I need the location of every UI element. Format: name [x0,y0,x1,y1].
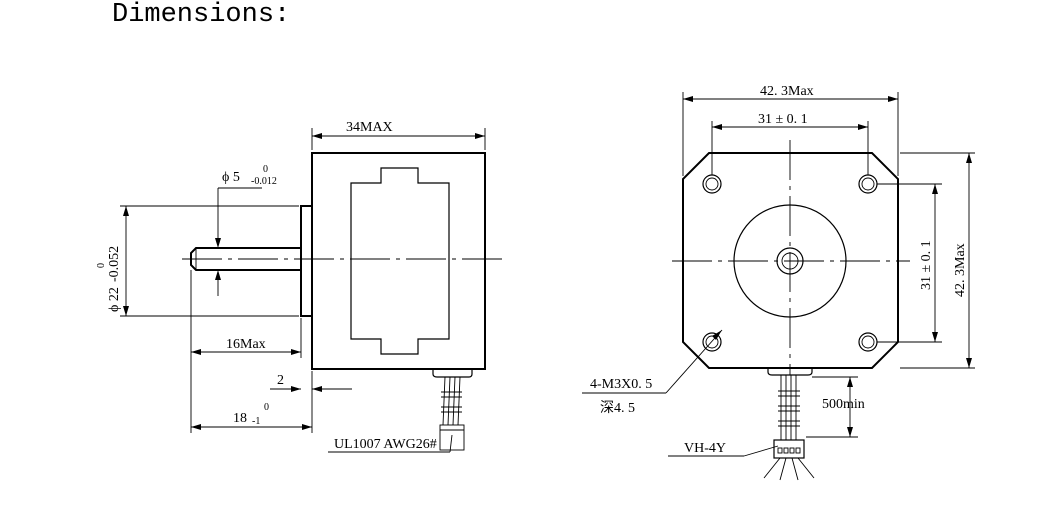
wire-exit [432,369,473,378]
shaft-tol-lower: -0.012 [251,176,277,187]
thread-depth-label: 深4. 5 [600,400,635,416]
pilot-tol-upper: 0 [96,263,107,268]
motor-body-outline [311,152,486,370]
wire-bundle [439,376,465,451]
shaft-diameter-label: ϕ 5 [222,170,240,185]
connector-label: VH-4Y [684,441,726,456]
lead-length-label: 500min [822,397,865,412]
front-wire-bundle [778,375,800,440]
wire-spec-label: UL1007 AWG26# [334,437,437,452]
hole-spacing-v-label: 31 ± 0. 1 [919,240,934,290]
pilot-diameter-label: ϕ 22 [107,287,122,312]
front-view: 42. 3Max 31 ± 0. 1 31 ± 0. 1 42. 3Max 4-… [582,84,975,481]
stator-outline [350,167,450,355]
shaft-total-tol-lower: -1 [252,416,260,427]
side-view: 34MAX ϕ 5 0 -0.012 ϕ 22 0 -0.052 16Max 2 [96,120,502,453]
connector [763,439,815,481]
drawing-title: Dimensions: [112,0,291,30]
thread-label: 4-M3X0. 5 [590,377,652,392]
width-max-label: 42. 3Max [760,84,814,99]
shaft-total-tol-upper: 0 [264,402,269,413]
pilot-tol-lower: -0.052 [107,246,122,282]
height-max-label: 42. 3Max [953,243,968,297]
hole-spacing-h-label: 31 ± 0. 1 [758,112,808,127]
front-wire-exit [767,368,813,376]
shaft-tol-upper: 0 [263,164,268,175]
front-body-outline [682,152,899,369]
pilot-flange [300,205,313,317]
length-max-label: 34MAX [346,120,393,135]
pilot-depth-label: 2 [277,373,284,388]
shaft-total-label: 18 [233,411,247,426]
shaft-length-label: 16Max [226,337,266,352]
